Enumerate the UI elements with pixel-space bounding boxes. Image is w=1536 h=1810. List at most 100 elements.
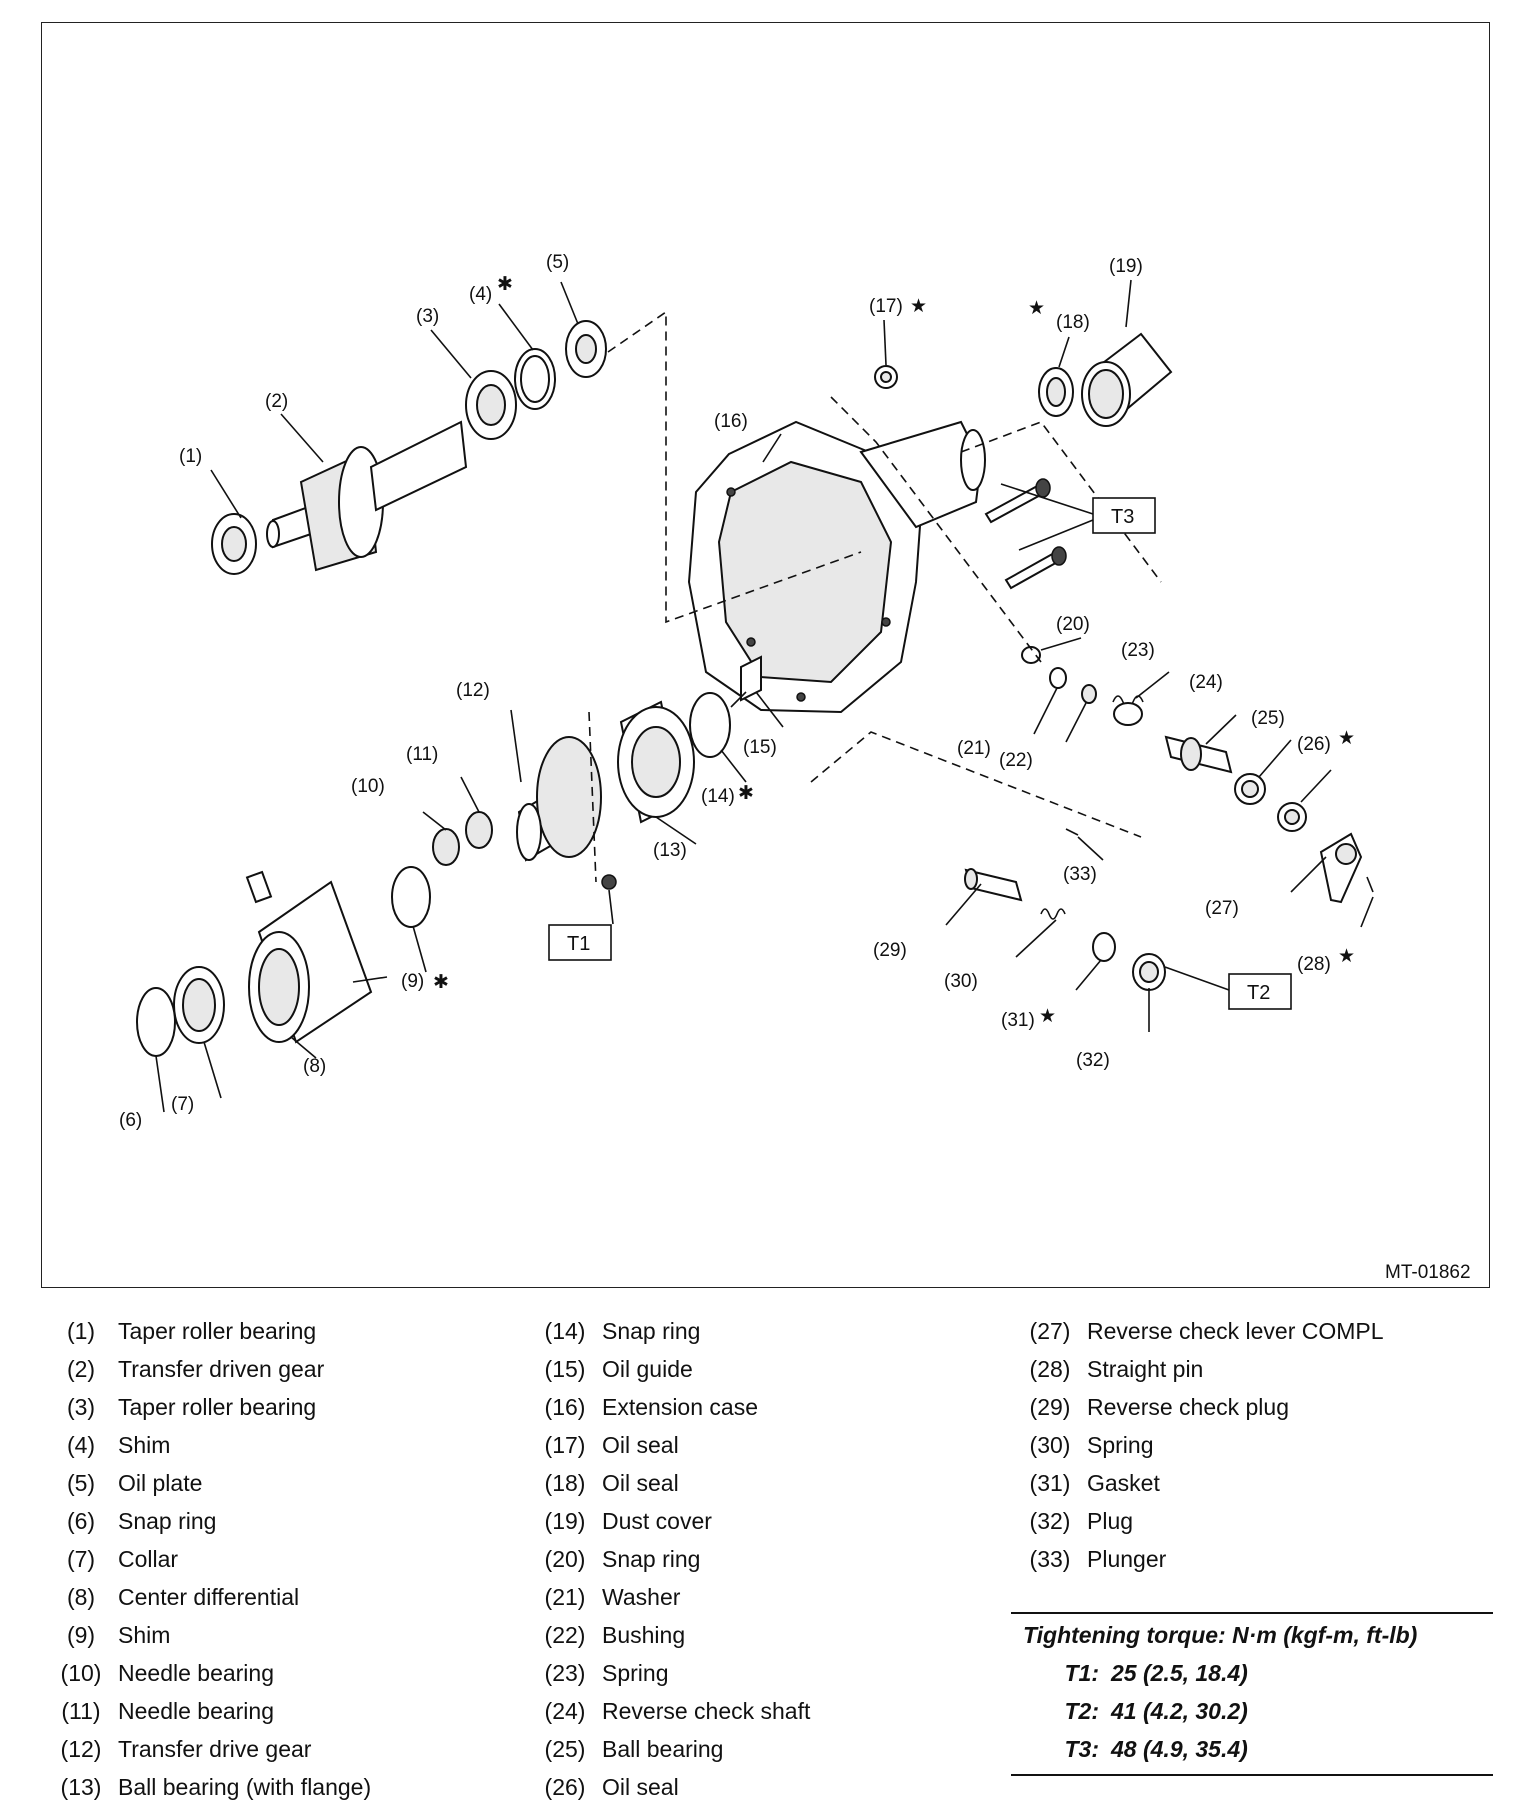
callout-18: (18): [1056, 312, 1090, 333]
part-22-bushing: [1081, 684, 1097, 704]
part-name: Taper roller bearing: [118, 1394, 317, 1420]
part-9-shim: [391, 866, 431, 928]
callout-22: (22): [999, 750, 1033, 771]
part-number: (28): [1029, 1356, 1071, 1382]
alignment-line: [607, 310, 862, 624]
callout-1: (1): [179, 446, 202, 467]
part-name: Washer: [602, 1584, 681, 1610]
alignment-line: [588, 711, 597, 883]
exploded-view-diagram: (1) (2) (3) (4) (5) (6) (7) (8) (9) (10)…: [119, 252, 1374, 1131]
part-18-oil-seal: [1038, 367, 1074, 417]
asterisk-mark-9: ✱: [433, 972, 449, 993]
star-mark-31: ★: [1039, 1006, 1056, 1027]
part-name: Oil seal: [602, 1774, 679, 1800]
part-29-reverse-check-plug: [964, 868, 1023, 902]
part-number: (3): [66, 1394, 96, 1420]
parts-legend-row: (32)Plug: [1013, 1502, 1384, 1540]
part-number: (14): [544, 1318, 586, 1344]
callout-14: (14): [701, 786, 735, 807]
part-19-dust-cover: [1081, 332, 1173, 427]
torque-box-t1: T1: [548, 924, 612, 961]
asterisk-mark-4: ✱: [497, 274, 513, 295]
part-32-plug: [1132, 953, 1166, 991]
part-28-straight-pin: [1366, 876, 1374, 893]
part-name: Spring: [1087, 1432, 1154, 1458]
torque-row: T1: 25 (2.5, 18.4): [1011, 1654, 1493, 1692]
torque-key: T2:: [1064, 1698, 1100, 1724]
parts-legend-row: (6) Snap ring: [44, 1502, 371, 1540]
part-number: (29): [1029, 1394, 1071, 1420]
part-number: (31): [1029, 1470, 1071, 1496]
part-23-spring: [1112, 695, 1144, 726]
part-21-washer: [1049, 667, 1067, 689]
part-name: Straight pin: [1087, 1356, 1204, 1382]
parts-legend-row: (29)Reverse check plug: [1013, 1388, 1384, 1426]
tightening-torque-table: Tightening torque: N·m (kgf-m, ft-lb) T1…: [1011, 1612, 1493, 1776]
parts-legend-row: (22) Bushing: [528, 1616, 810, 1654]
torque-box-t3: T3: [1092, 497, 1156, 534]
callout-6: (6): [119, 1110, 142, 1131]
parts-legend-row: (25) Ball bearing: [528, 1730, 810, 1768]
leader-lines: [155, 279, 1374, 1113]
torque-value: 48 (4.9, 35.4): [1111, 1736, 1248, 1762]
callout-5: (5): [546, 252, 569, 273]
part-number: (22): [544, 1622, 586, 1648]
callout-32: (32): [1076, 1050, 1110, 1071]
part-name: Taper roller bearing: [118, 1318, 317, 1344]
torque-table-header: Tightening torque: N·m (kgf-m, ft-lb): [1023, 1622, 1418, 1648]
parts-legend-column-2: (14)Snap ring(15)Oil guide(16)Extension …: [528, 1312, 811, 1806]
callout-31: (31): [1001, 1010, 1035, 1031]
callout-33: (33): [1063, 864, 1097, 885]
part-name: Shim: [118, 1622, 171, 1648]
part-number: (2): [66, 1356, 96, 1382]
parts-legend-row: (24)Reverse check shaft: [528, 1692, 811, 1730]
part-2-transfer-driven-gear: [266, 420, 468, 572]
part-number: (9): [66, 1622, 96, 1648]
parts-legend-row: (17)Oil seal: [528, 1426, 810, 1464]
parts-legend-column-1: (1)Taper roller bearing(2)Transfer drive…: [44, 1312, 372, 1806]
torque-box-t3-label: T3: [1111, 506, 1134, 528]
callout-29: (29): [873, 940, 907, 961]
part-27-reverse-check-lever: [1319, 832, 1363, 904]
callout-4: (4): [469, 284, 492, 305]
parts-legend-row: (14)Snap ring: [528, 1312, 810, 1350]
part-number: (6): [66, 1508, 96, 1534]
parts-legend-row: (27)Reverse check lever COMPL: [1013, 1312, 1384, 1350]
part-name: Ball bearing (with flange): [118, 1774, 372, 1800]
part-number: (23): [544, 1660, 586, 1686]
part-number: (27): [1029, 1318, 1071, 1344]
part-number: (4): [66, 1432, 96, 1458]
callout-9: (9): [401, 971, 424, 992]
part-name: Ball bearing: [602, 1736, 724, 1762]
part-25-ball-bearing: [1234, 773, 1266, 805]
part-number: (19): [544, 1508, 586, 1534]
part-12-transfer-drive-gear: [516, 736, 602, 862]
torque-row: T3: 48 (4.9, 35.4): [1011, 1730, 1493, 1768]
callout-12: (12): [456, 680, 490, 701]
part-name: Collar: [118, 1546, 179, 1572]
callout-21: (21): [957, 738, 991, 759]
parts-legend-row: (23)Spring: [528, 1654, 810, 1692]
part-number: (25): [544, 1736, 586, 1762]
callout-7: (7): [171, 1094, 194, 1115]
part-26-oil-seal: [1277, 802, 1307, 832]
part-name: Oil plate: [118, 1470, 203, 1496]
part-number: (18): [544, 1470, 586, 1496]
parts-legend-row: (7) Collar: [44, 1540, 371, 1578]
parts-legend-row: (19)Dust cover: [528, 1502, 810, 1540]
part-name: Plunger: [1087, 1546, 1167, 1572]
part-name: Needle bearing: [118, 1698, 275, 1724]
callout-23: (23): [1121, 640, 1155, 661]
part-4-shim: [514, 348, 556, 410]
parts-legend-row: (31)Gasket: [1013, 1464, 1384, 1502]
callout-8: (8): [303, 1056, 326, 1077]
parts-legend-column-3: (27)Reverse check lever COMPL (28) Straigh…: [1013, 1312, 1384, 1578]
part-number: (11): [61, 1698, 101, 1724]
part-name: Snap ring: [118, 1508, 217, 1534]
parts-legend-row: (12)Transfer drive gear: [44, 1730, 371, 1768]
parts-legend-row: (26)Oil seal: [528, 1768, 810, 1806]
part-number: (1): [66, 1318, 96, 1344]
part-number: (7): [66, 1546, 96, 1572]
part-name: Oil guide: [602, 1356, 693, 1382]
part-name: Bushing: [602, 1622, 686, 1648]
